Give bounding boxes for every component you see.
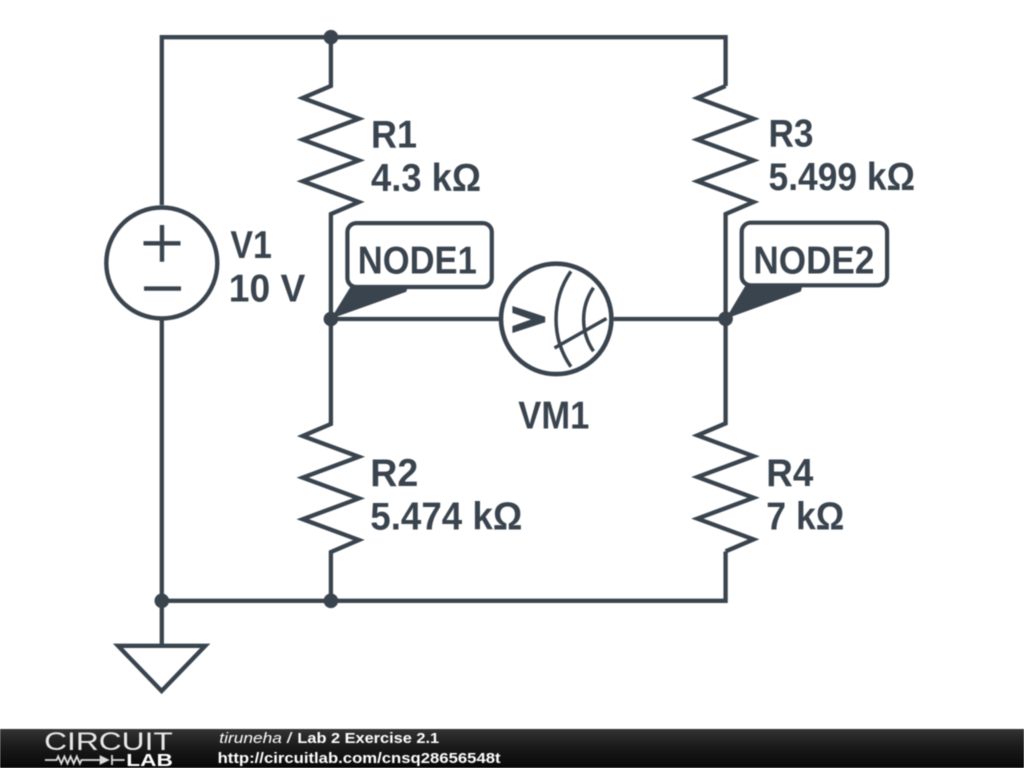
svg-text:5.499 kΩ: 5.499 kΩ (769, 156, 916, 199)
svg-text:/: / (287, 730, 294, 747)
svg-text:CIRCUIT: CIRCUIT (44, 728, 173, 756)
svg-text:10 V: 10 V (229, 268, 305, 311)
svg-text:R4: R4 (766, 452, 813, 495)
svg-text:LAB: LAB (126, 750, 173, 768)
svg-text:Lab 2 Exercise 2.1: Lab 2 Exercise 2.1 (297, 730, 439, 747)
svg-text:NODE1: NODE1 (358, 239, 477, 282)
svg-text:5.474 kΩ: 5.474 kΩ (370, 495, 522, 538)
svg-text:VM1: VM1 (518, 395, 589, 438)
svg-text:R3: R3 (769, 113, 814, 156)
svg-text:7 kΩ: 7 kΩ (766, 495, 844, 538)
svg-text:4.3 kΩ: 4.3 kΩ (371, 157, 481, 200)
svg-text:R1: R1 (371, 114, 417, 157)
svg-text:V1: V1 (230, 224, 272, 267)
svg-text:NODE2: NODE2 (753, 239, 874, 282)
svg-text:R2: R2 (370, 452, 418, 495)
svg-text:http://circuitlab.com/cnsq2865: http://circuitlab.com/cnsq28656548t (218, 750, 501, 767)
svg-text:tiruneha: tiruneha (219, 730, 282, 747)
